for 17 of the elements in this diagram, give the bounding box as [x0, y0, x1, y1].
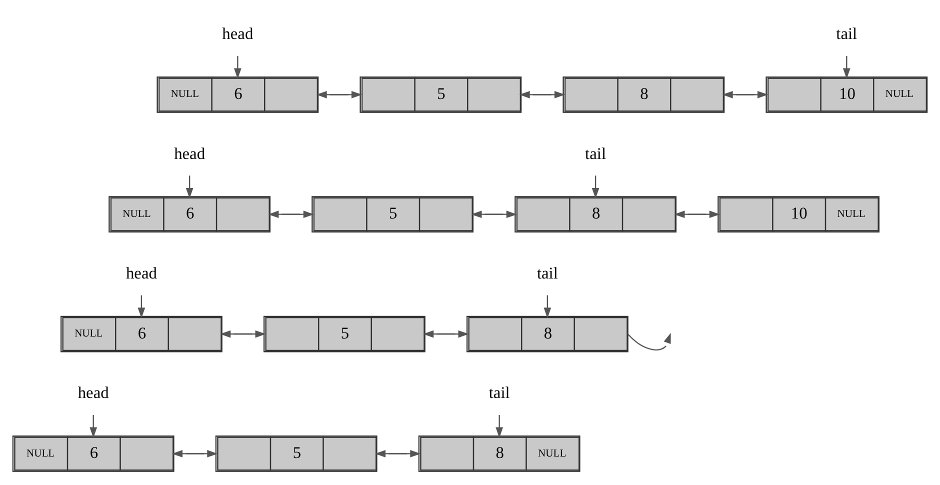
node-text: tail — [536, 264, 558, 283]
arrow — [544, 295, 552, 318]
node-text: head — [174, 144, 206, 163]
node-text: head — [222, 24, 254, 44]
node-text: tail — [585, 144, 606, 163]
arrow — [234, 56, 242, 79]
node-text: tail — [836, 24, 858, 44]
node-text: head — [126, 264, 157, 283]
arrow — [592, 176, 600, 199]
node-text: head — [78, 383, 109, 402]
arrow — [496, 414, 504, 438]
arrow — [186, 176, 194, 199]
arrow — [627, 332, 671, 350]
arrow — [842, 56, 850, 79]
node-text: tail — [488, 383, 510, 402]
arrow — [138, 295, 146, 318]
arrow — [90, 414, 98, 438]
